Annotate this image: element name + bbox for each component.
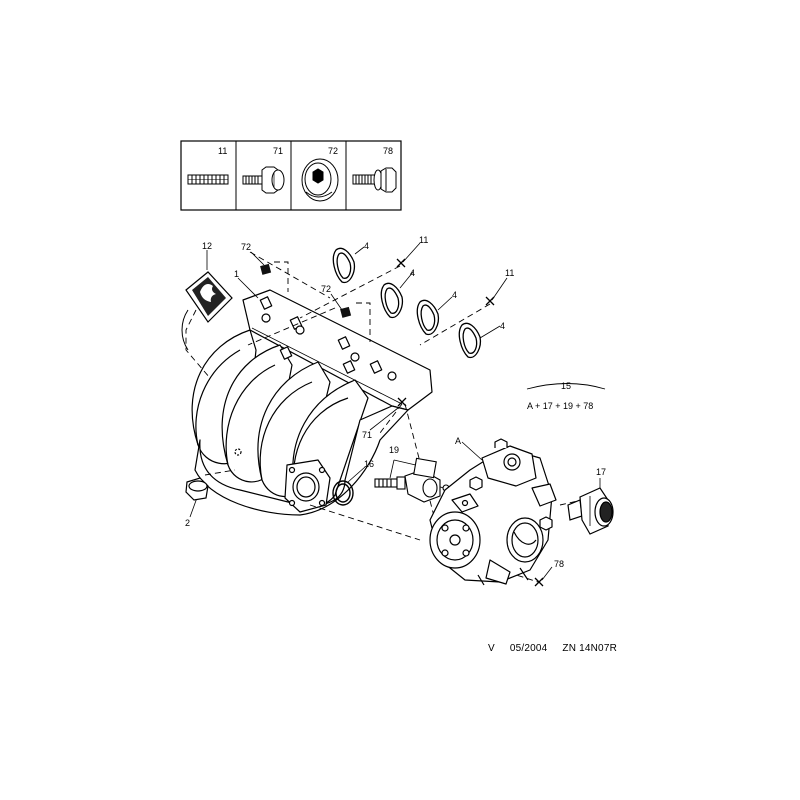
callout-71: 71 — [362, 430, 372, 440]
air-temp-sensor — [374, 457, 450, 503]
callout-16: 16 — [364, 459, 374, 469]
callout-12: 12 — [202, 241, 212, 251]
callout-labels: 12 72 4 11 1 72 4 4 11 4 15 A + 17 + 19 … — [185, 235, 606, 569]
fastener-ref-bolt: 78 — [383, 146, 393, 156]
callout-1: 1 — [234, 269, 239, 279]
callout-A: A — [455, 436, 461, 446]
callout-72-lower: 72 — [321, 284, 331, 294]
nut-icon — [242, 166, 285, 194]
footer-version: V — [488, 643, 495, 654]
callout-2: 2 — [185, 518, 190, 528]
leader-lines — [189, 242, 606, 581]
fastener-ref-stud: 11 — [218, 146, 227, 156]
bolt-icon — [352, 167, 397, 193]
callout-17: 17 — [596, 467, 606, 477]
sleeve-part — [185, 477, 209, 501]
fastener-ref-washer: 72 — [328, 146, 338, 156]
callout-4-fourth: 4 — [500, 321, 505, 331]
callout-4-first: 4 — [364, 241, 369, 251]
footer-date: 05/2004 — [509, 643, 548, 654]
stud-markers — [396, 258, 544, 587]
fastener-ref-nut: 71 — [273, 146, 283, 156]
washer-icon — [301, 158, 339, 202]
kit-formula: A + 17 + 19 + 78 — [527, 401, 593, 411]
fastener-legend-box: 11 71 72 78 — [180, 140, 402, 211]
diagram-footer: V 05/2004 ZN 14N07R — [488, 643, 629, 654]
callout-4-third: 4 — [452, 290, 457, 300]
callout-11-right: 11 — [505, 268, 514, 278]
intake-manifold — [191, 289, 433, 516]
callout-19: 19 — [389, 445, 399, 455]
idle-actuator — [567, 487, 614, 535]
port-gaskets — [332, 247, 482, 359]
washer-parts — [260, 263, 352, 318]
footer-code: ZN 14N07R — [562, 643, 618, 654]
throttle-body — [429, 438, 557, 586]
callout-11-upper: 11 — [419, 235, 428, 245]
manifold-studs — [259, 296, 383, 374]
callout-72-upper: 72 — [241, 242, 251, 252]
callout-15: 15 — [561, 381, 571, 391]
callout-78: 78 — [554, 559, 564, 569]
lion-emblem — [181, 271, 233, 351]
o-ring — [332, 480, 354, 506]
stud-icon — [187, 174, 229, 185]
callout-4-second: 4 — [410, 268, 415, 278]
